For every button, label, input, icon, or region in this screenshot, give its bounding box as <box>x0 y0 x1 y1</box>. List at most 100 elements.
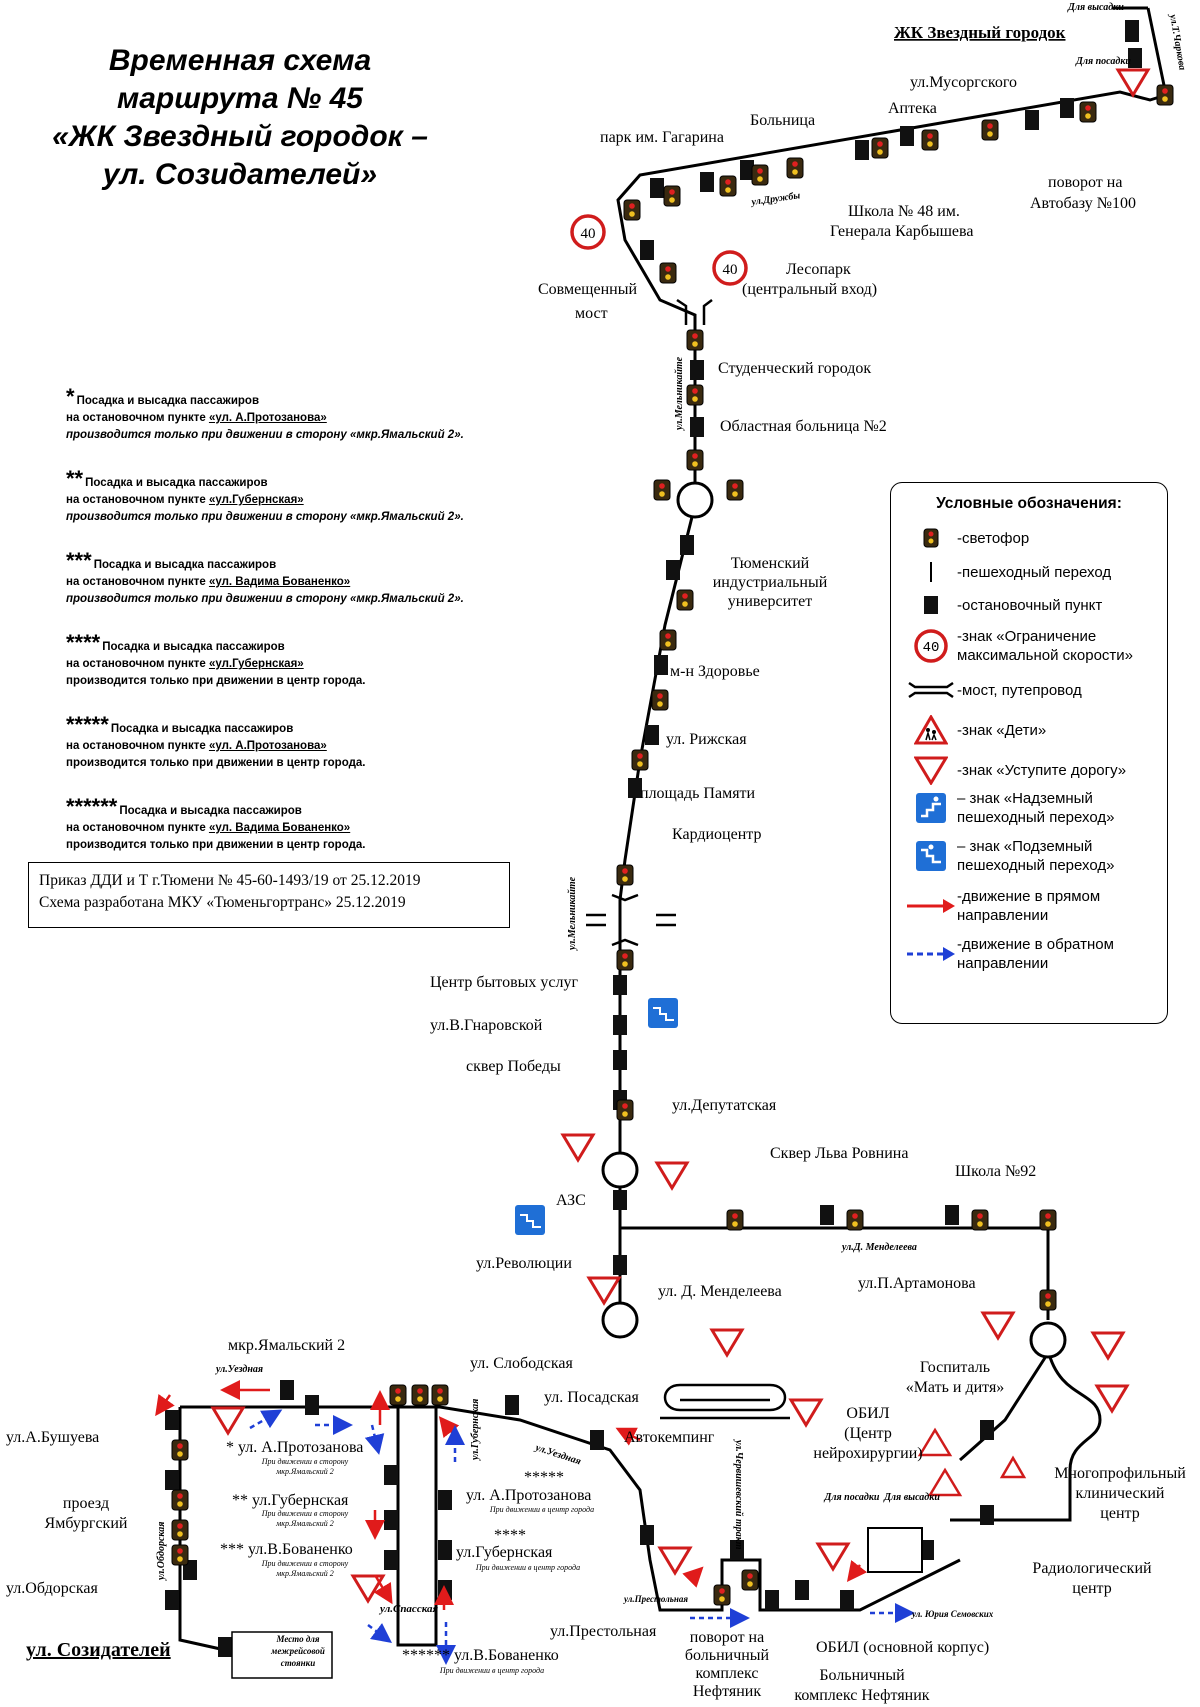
footnote-stars: *** <box>66 548 92 573</box>
bus-stop <box>1025 110 1039 130</box>
footnote-stars: **** <box>66 630 101 655</box>
stop-label-proezd: проезд <box>63 1495 109 1512</box>
direction-note: При движении в центр города <box>475 1563 580 1572</box>
street-label-gubernskaya: ул.Губернская <box>470 1399 481 1461</box>
footnote-text: производится только при движении в центр… <box>66 757 366 769</box>
street-label-druzhby: ул.Дружбы <box>750 190 801 208</box>
stop-label-most: Совмещенный <box>538 281 637 298</box>
stop-label-gubernskaya-right-stars: **** <box>494 1527 526 1544</box>
street-label-prestolnaya: ул.Престольная <box>623 1594 688 1604</box>
bus-stop <box>765 1590 779 1610</box>
stop-label-tiu: Тюменский <box>731 555 810 572</box>
stop-label-rizhskaya: ул. Рижская <box>666 731 747 748</box>
stop-label-student: Студенческий городок <box>718 360 871 377</box>
stop-label-proezd: Ямбургский <box>45 1515 128 1532</box>
speed-limit-icon: 40 <box>914 629 948 663</box>
stop-label-gubernskaya-right: ул.Губернская <box>456 1544 553 1561</box>
footnote-text: Посадка и высадка пассажиров <box>110 723 294 735</box>
footnote-text: производится только при движении в сторо… <box>66 429 464 441</box>
legend-text: -знак «Уступите дорогу» <box>957 761 1127 779</box>
bus-stop <box>645 725 659 745</box>
stop-label-obdorskaya: ул.Обдорская <box>6 1580 98 1597</box>
street-label-melnikayte: ул.Мельникайте <box>674 356 685 431</box>
bus-stops <box>165 20 1142 1657</box>
bus-stop <box>590 1430 604 1450</box>
legend-item-children: -знак «Дети» <box>905 715 1163 745</box>
legend-text: -знак «Ограничение максимальной скорости… <box>957 628 1134 664</box>
legend-text: -пешеходный переход <box>957 563 1112 581</box>
stop-label-school92: Школа №92 <box>955 1163 1036 1180</box>
bus-stop <box>680 535 694 555</box>
legend-text: – знак «Подземный пешеходный переход» <box>957 838 1115 874</box>
street-label-spasskaya: ул.Спасская <box>378 1603 439 1615</box>
bus-stop <box>795 1580 809 1600</box>
bus-stop <box>165 1470 179 1490</box>
bus-stop <box>820 1205 834 1225</box>
bus-stop <box>613 1190 627 1210</box>
bus-stop <box>920 1540 934 1560</box>
children-sign-icon <box>914 715 948 745</box>
stop-label-protozanova-right: ул. А.Протозанова <box>466 1487 591 1504</box>
stop-label-park: парк им. Гагарина <box>600 129 724 146</box>
stop-label-gnarovskoy: ул.В.Гнаровской <box>430 1017 543 1034</box>
stop-label-oblast: Областная больница №2 <box>720 418 887 435</box>
legend-item-yield: -знак «Уступите дорогу» <box>905 755 1163 785</box>
stop-label-bovanenko-left: *** ул.В.Бованенко <box>220 1541 353 1558</box>
street-label-melnikayte: ул.Мельникайте <box>567 876 578 951</box>
stop-label-obil-main: ОБИЛ (основной корпус) <box>816 1639 989 1656</box>
stop-label-povorot: комплекс <box>696 1665 759 1682</box>
stop-label-yamalsky: мкр.Ямальский 2 <box>228 1337 345 1354</box>
legend-text: -мост, путепровод <box>957 681 1082 699</box>
bus-stop <box>438 1490 452 1510</box>
bus-stop <box>438 1540 452 1560</box>
stop-label-avtobaza: поворот на <box>1048 174 1122 191</box>
footnote-text: Посадка и высадка пассажиров <box>93 559 277 571</box>
stop-label-posadskaya: ул. Посадская <box>544 1389 640 1406</box>
speed-limit-icon: 40 40 <box>570 214 748 286</box>
stop-label-apteka: Аптека <box>888 100 937 117</box>
bus-stop <box>305 1395 319 1415</box>
footnote-text: на остановочном пункте <box>66 576 206 588</box>
bus-stop <box>384 1465 398 1485</box>
legend-item-overpass: – знак «Надземный пешеходный переход» <box>905 789 1163 827</box>
stop-label-artamonova: ул.П.Артамонова <box>858 1275 976 1292</box>
stop-label-bolnitsa: Больница <box>750 112 815 129</box>
footnote-text: Посадка и высадка пассажиров <box>85 477 268 489</box>
stop-label-obil: (Центр <box>844 1425 892 1442</box>
legend-text: -остановочный пункт <box>957 596 1103 614</box>
bus-stop <box>505 1395 519 1415</box>
stop-labels: ЖК Звездный городок Для высадки Для поса… <box>6 2 1186 1704</box>
stop-label-sozidateley: ул. Созидателей <box>26 1639 171 1661</box>
order-line-2: Схема разработана МКУ «Тюменьгортранс» 2… <box>39 894 406 911</box>
legend-title: Условные обозначения: <box>936 495 1122 512</box>
bus-stop <box>613 1050 627 1070</box>
stop-label-zdorovie: м-н Здоровье <box>670 663 760 680</box>
traffic-light-icon <box>923 528 939 548</box>
map-title: Временная схема маршрута № 45 «ЖК Звездн… <box>30 42 450 194</box>
bus-stop <box>855 140 869 160</box>
direction-note: При движении в центр города <box>489 1505 594 1514</box>
stop-label-mnogoprof: центр <box>1100 1505 1139 1522</box>
stop-label-obil: ОБИЛ <box>846 1405 889 1422</box>
stop-label-bushueva: ул.А.Бушуева <box>6 1429 99 1446</box>
legend-item-reverse: -движение в обратном направлении <box>905 935 1163 973</box>
stop-label-deputat: ул.Депутатская <box>672 1097 777 1114</box>
stop-label-gubernskaya-left: ** ул.Губернская <box>232 1492 349 1509</box>
bus-stop <box>165 1410 179 1430</box>
legend-text: -светофор <box>957 529 1030 547</box>
underpass-sign-icon <box>515 1205 545 1235</box>
footnote-stop: «ул.Губернская» <box>208 658 304 670</box>
crosswalk-icon <box>930 562 932 582</box>
title-line-4: ул. Созидателей» <box>102 158 378 191</box>
parking-label: Место для <box>275 1634 319 1644</box>
bus-stop <box>700 172 714 192</box>
parking-box <box>231 1631 333 1679</box>
bus-stop <box>654 655 668 675</box>
order-box: Приказ ДДИ и Т г.Тюмени № 45-60-1493/19 … <box>28 862 510 928</box>
stop-label-azs: АЗС <box>556 1192 586 1209</box>
footnote-stop: «ул. Вадима Бованенко» <box>208 822 351 834</box>
stop-label-avtokemping: Автокемпинг <box>624 1429 715 1446</box>
yield-sign-icon <box>914 756 948 785</box>
bus-stop <box>218 1637 232 1657</box>
